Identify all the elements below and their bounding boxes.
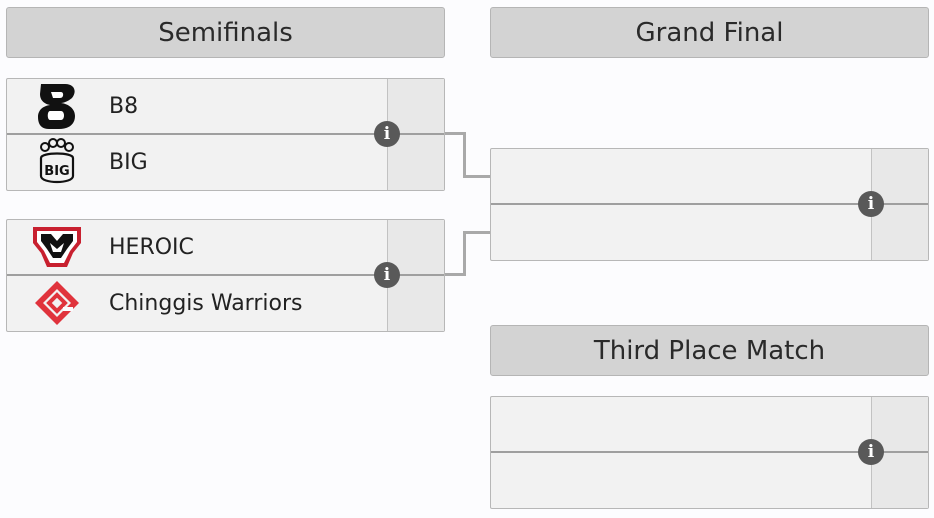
- match-divider: [491, 451, 928, 453]
- opponent-row[interactable]: BIG BIG: [7, 135, 388, 189]
- team-name: B8: [109, 93, 139, 119]
- opponent-row[interactable]: Chinggis Warriors: [7, 276, 388, 330]
- match-semifinal-1[interactable]: B8 BIG BIG: [6, 78, 445, 191]
- team-name: BIG: [109, 149, 148, 175]
- match-semifinal-2[interactable]: HEROIC Chinggis Warriors: [6, 219, 445, 332]
- team-name: Chinggis Warriors: [109, 290, 303, 316]
- round-title-third-place: Third Place Match: [593, 335, 826, 366]
- opponent-row[interactable]: HEROIC: [7, 220, 388, 274]
- match-third-place[interactable]: [490, 396, 929, 509]
- match-divider: [7, 274, 444, 276]
- heroic-logo-icon: [31, 223, 83, 271]
- opponent-row-empty[interactable]: [491, 205, 872, 259]
- match-info-icon[interactable]: i: [374, 121, 400, 147]
- round-header-grand-final: Grand Final: [490, 7, 929, 58]
- opponent-row-empty[interactable]: [491, 149, 872, 203]
- match-divider: [491, 203, 928, 205]
- opponent-row[interactable]: B8: [7, 79, 388, 133]
- match-info-icon[interactable]: i: [858, 191, 884, 217]
- round-header-semifinals: Semifinals: [6, 7, 445, 58]
- bracket-connector: [463, 231, 491, 234]
- round-title-semifinals: Semifinals: [158, 17, 293, 48]
- b8-logo-icon: [31, 82, 83, 130]
- bracket-connector: [463, 231, 466, 276]
- svg-text:BIG: BIG: [44, 164, 69, 179]
- match-grand-final[interactable]: [490, 148, 929, 261]
- team-name: HEROIC: [109, 234, 194, 260]
- round-header-third-place: Third Place Match: [490, 325, 929, 376]
- match-info-icon[interactable]: i: [858, 439, 884, 465]
- opponent-row-empty[interactable]: [491, 453, 872, 507]
- chinggis-warriors-logo-icon: [31, 279, 83, 327]
- big-logo-icon: BIG: [31, 138, 83, 186]
- opponent-row-empty[interactable]: [491, 397, 872, 451]
- match-info-icon[interactable]: i: [374, 262, 400, 288]
- round-title-grand-final: Grand Final: [635, 17, 784, 48]
- bracket-connector: [463, 175, 491, 178]
- bracket-connector: [463, 132, 466, 178]
- match-divider: [7, 133, 444, 135]
